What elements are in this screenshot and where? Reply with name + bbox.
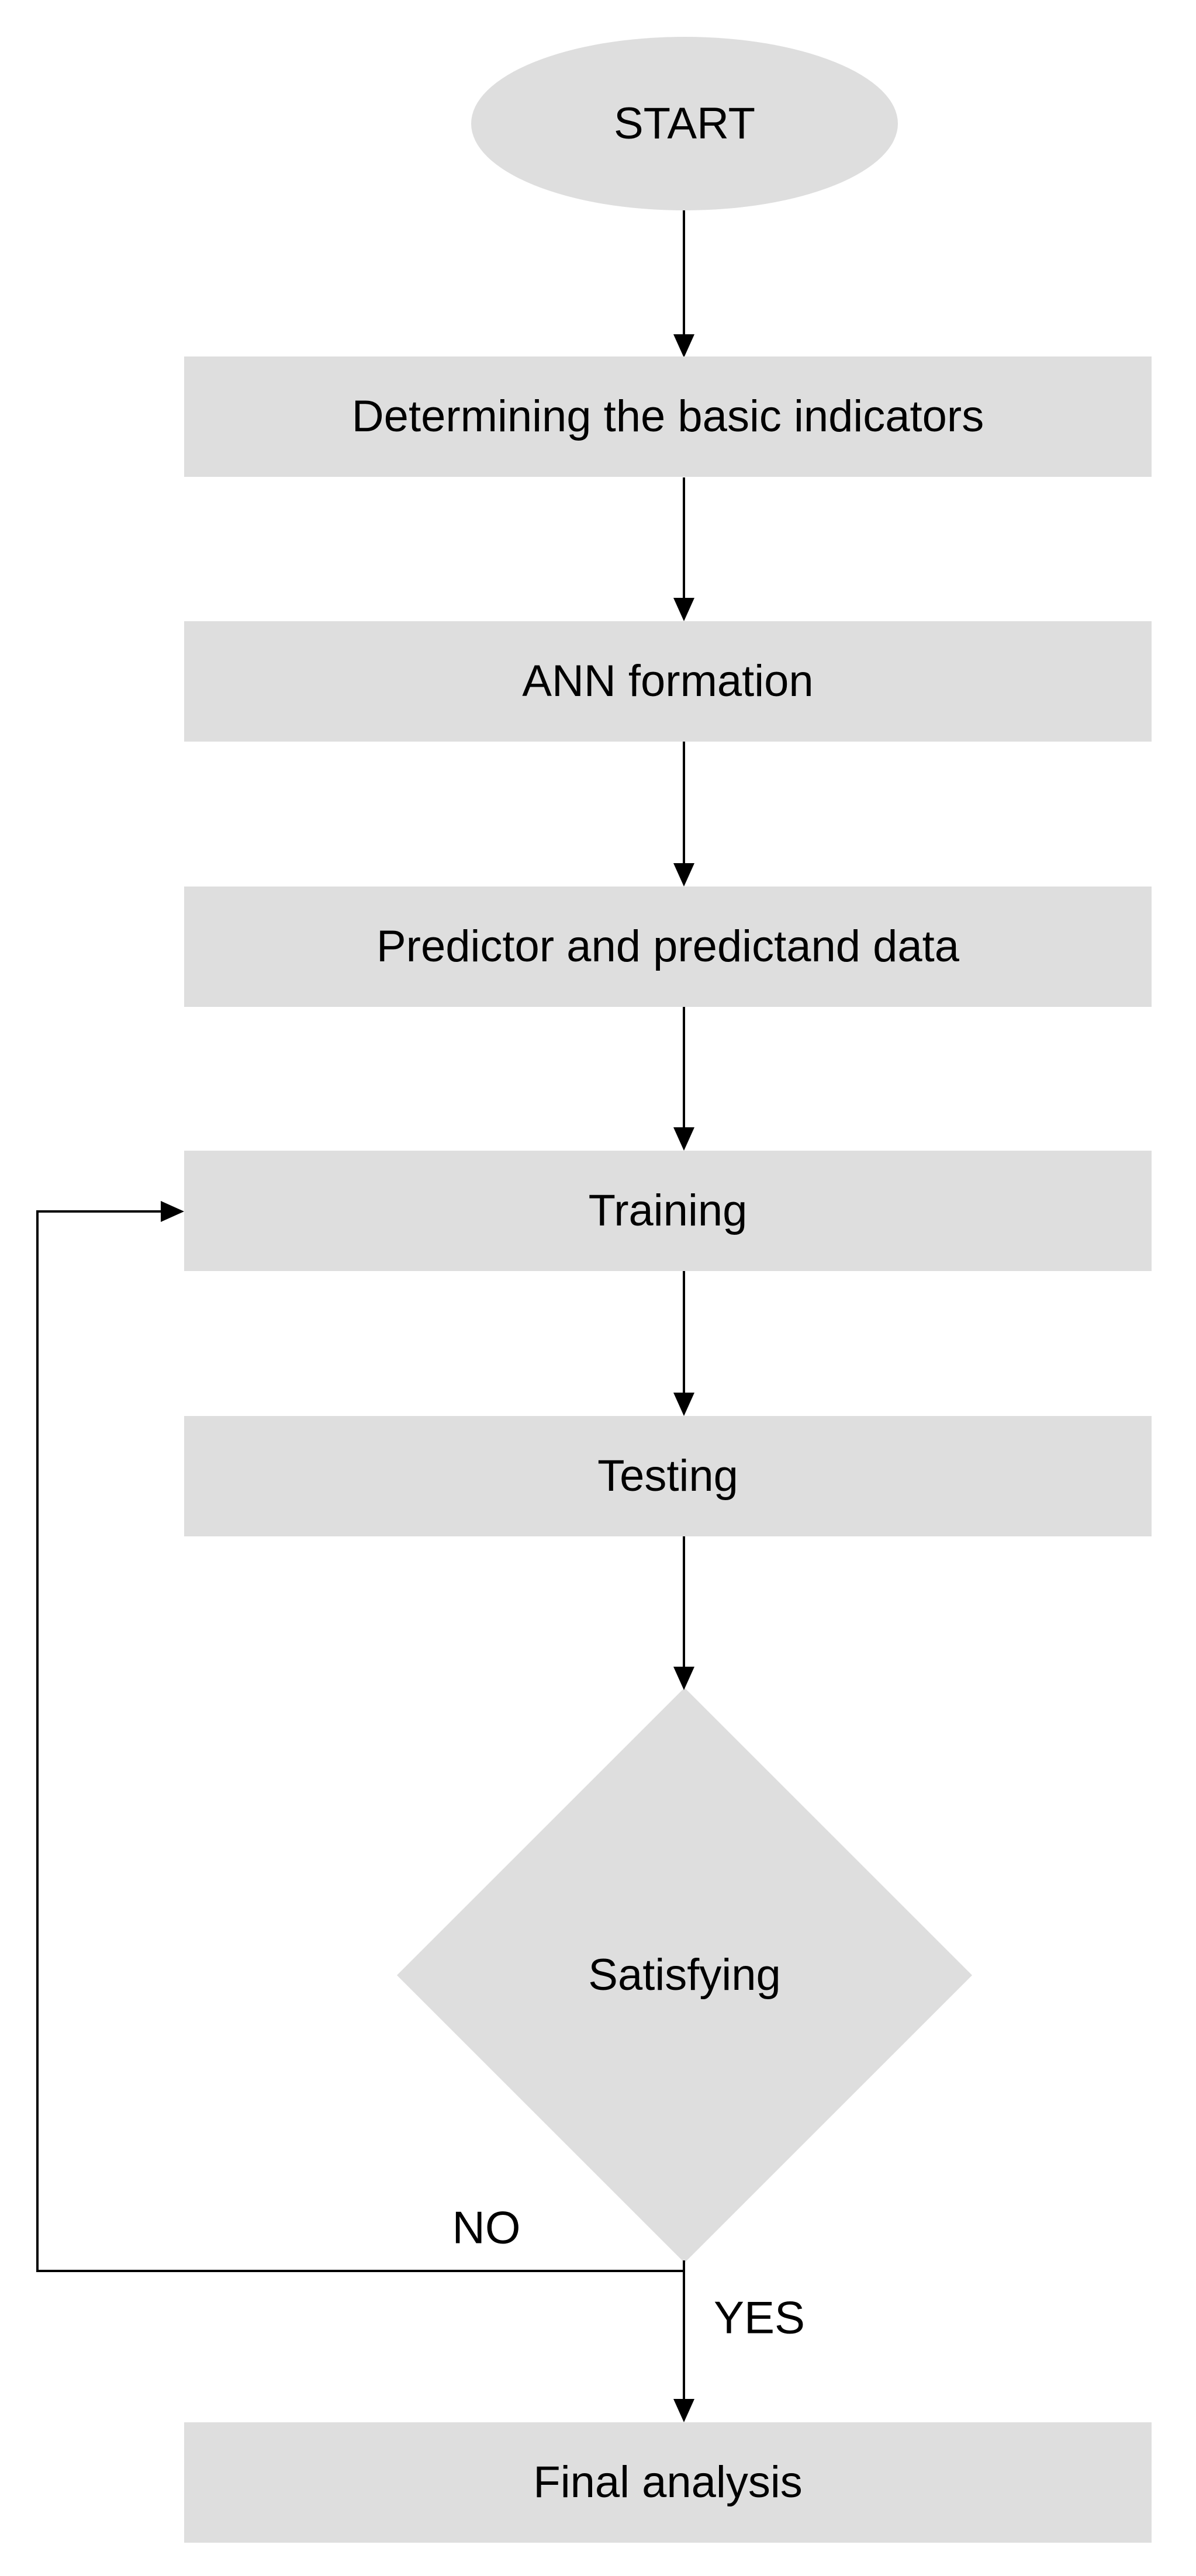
arrowhead-training-feedback bbox=[161, 1201, 184, 1222]
arrowhead-decision bbox=[673, 1667, 694, 1690]
node-ann-formation-label: ANN formation bbox=[522, 656, 814, 707]
arrowhead-step4 bbox=[673, 1127, 694, 1151]
node-satisfying-label: Satisfying bbox=[588, 1950, 781, 2000]
arrowhead-step1 bbox=[673, 334, 694, 358]
node-determining-basic-indicators: Determining the basic indicators bbox=[184, 356, 1152, 477]
edge-decision-step4-feedback bbox=[36, 1210, 684, 2272]
node-predictor-predictand-data-label: Predictor and predictand data bbox=[376, 922, 960, 972]
node-satisfying-decision: Satisfying bbox=[451, 1917, 918, 2034]
node-training-label: Training bbox=[588, 1186, 748, 1236]
arrowhead-final bbox=[673, 2399, 694, 2422]
arrowhead-step2 bbox=[673, 598, 694, 621]
node-testing: Testing bbox=[184, 1416, 1152, 1536]
node-predictor-predictand-data: Predictor and predictand data bbox=[184, 887, 1152, 1007]
arrowhead-step3 bbox=[673, 863, 694, 887]
node-ann-formation: ANN formation bbox=[184, 621, 1152, 742]
node-determining-basic-indicators-label: Determining the basic indicators bbox=[351, 392, 984, 442]
node-testing-label: Testing bbox=[597, 1451, 738, 1501]
node-training: Training bbox=[184, 1151, 1152, 1271]
arrowhead-step5 bbox=[673, 1393, 694, 1416]
edge-label-no: NO bbox=[452, 2201, 521, 2253]
edge-label-yes: YES bbox=[713, 2291, 806, 2343]
node-final-analysis-label: Final analysis bbox=[533, 2457, 803, 2508]
node-final-analysis: Final analysis bbox=[184, 2422, 1152, 2543]
decision-diamond-shape bbox=[397, 1688, 972, 2263]
node-start-label: START bbox=[613, 98, 756, 148]
node-start-terminator: START bbox=[471, 37, 898, 210]
